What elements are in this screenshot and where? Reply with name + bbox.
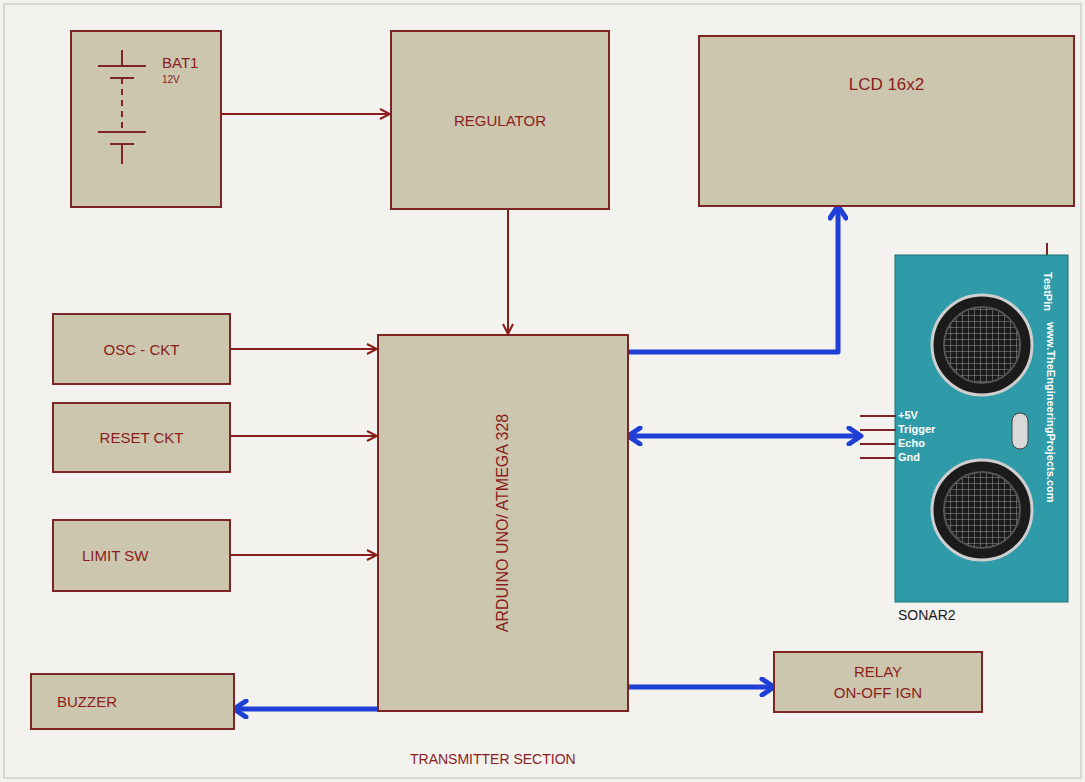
relay-box: RELAY ON-OFF IGN	[773, 651, 983, 713]
battery-plate-long	[98, 65, 146, 67]
section-caption: TRANSMITTER SECTION	[410, 751, 576, 767]
buzzer-box: BUZZER	[30, 673, 235, 730]
pin-name: Trigger	[898, 423, 935, 435]
limit-switch-box: LIMIT SW	[52, 519, 231, 592]
frame-border	[4, 4, 1081, 778]
box-label: RELAY	[854, 663, 902, 680]
pin-wire	[860, 457, 896, 459]
reset-box: RESET CKT	[52, 402, 231, 473]
box-label: OSC - CKT	[104, 341, 180, 358]
box-label: REGULATOR	[454, 112, 546, 129]
pin-wire	[860, 415, 896, 417]
box-label: BAT1	[162, 54, 198, 71]
signal-arrow	[507, 210, 509, 334]
pin-name: Echo	[898, 437, 925, 449]
oscillator-box: OSC - CKT	[52, 313, 231, 385]
box-label: ARDUINO UNO/ ATMEGA 328	[494, 414, 512, 632]
transducer-ring	[932, 460, 1032, 560]
box-label: LCD 16x2	[849, 75, 925, 95]
bus-arrow	[629, 207, 838, 352]
pin-wire	[860, 429, 896, 431]
pin-name: Gnd	[898, 451, 920, 463]
signal-arrow	[231, 348, 377, 350]
battery-terminal	[121, 50, 123, 66]
box-label: LIMIT SW	[82, 547, 148, 564]
battery-terminal	[121, 144, 123, 164]
pin-wire	[860, 443, 896, 445]
bus-arrow	[629, 685, 773, 690]
battery-cells	[121, 78, 123, 130]
box-label: BUZZER	[57, 693, 117, 710]
bus-arrow	[235, 707, 377, 712]
transducer-ring	[932, 295, 1032, 395]
signal-arrow	[222, 113, 390, 115]
microcontroller-box: ARDUINO UNO/ ATMEGA 328	[377, 334, 629, 712]
pin-name: +5V	[898, 409, 918, 421]
box-label: SONAR2	[898, 607, 956, 623]
lcd-box: LCD 16x2	[698, 35, 1075, 207]
box-label: ON-OFF IGN	[834, 684, 922, 701]
watermark-url: www.TheEngineeringProjects.com	[1045, 322, 1057, 503]
test-pin-label: TestPin	[1042, 272, 1054, 311]
box-label: RESET CKT	[100, 429, 184, 446]
transducer-mesh	[944, 472, 1020, 548]
box-label: 12V	[162, 74, 180, 85]
signal-arrow	[231, 435, 377, 437]
sonar-board	[895, 255, 1068, 602]
signal-arrow	[231, 554, 377, 556]
battery-plate-long	[98, 131, 146, 133]
transducer-mesh	[944, 307, 1020, 383]
regulator-box: REGULATOR	[390, 30, 610, 210]
battery-box: BAT1 12V	[70, 30, 222, 208]
crystal	[1012, 413, 1028, 449]
bus-arrow	[629, 434, 860, 439]
